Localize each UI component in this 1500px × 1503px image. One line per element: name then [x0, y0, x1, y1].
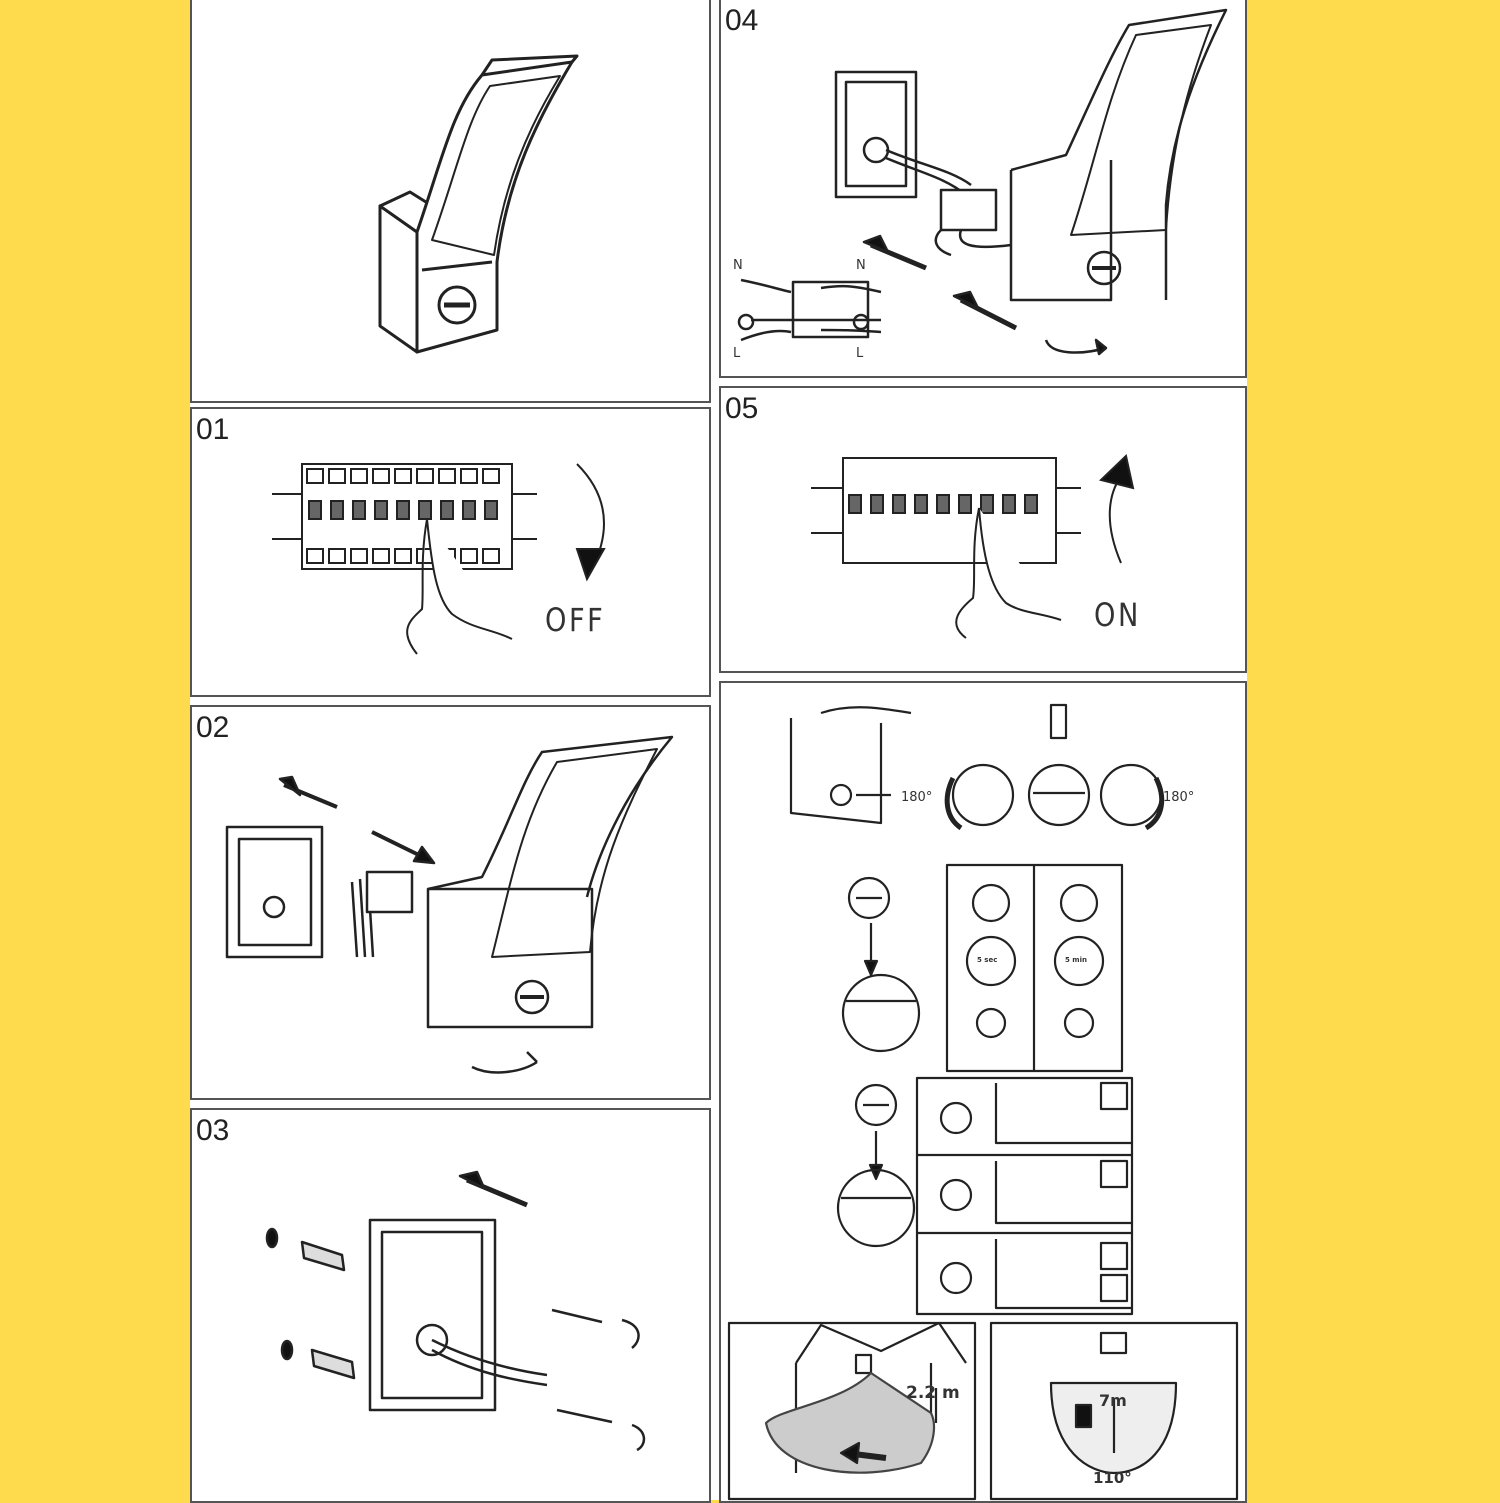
wiring-illustration	[737, 8, 1228, 356]
panel-step-01: 01	[190, 407, 711, 697]
rotate-left-label: 180°	[901, 790, 933, 805]
step-number: 03	[196, 1114, 230, 1147]
off-label: OFF	[545, 601, 606, 639]
mount-plate-illustration	[225, 735, 674, 1074]
panel-step-05: 05 ON	[719, 386, 1247, 673]
wire-l-left: L	[733, 346, 741, 361]
rotate-right-label: 180°	[1163, 790, 1195, 805]
timer-short-label: 5 sec	[977, 956, 998, 964]
breaker-on-illustration	[811, 454, 1135, 639]
wire-l-right: L	[856, 346, 864, 361]
sensor-settings-illustration	[727, 703, 1239, 1501]
panel-product	[190, 0, 711, 403]
wall-lamp-illustration	[378, 54, 579, 354]
step-number: 02	[196, 711, 230, 744]
panel-step-02: 02	[190, 705, 711, 1100]
wire-n-right: N	[856, 258, 866, 273]
panel-sensor-settings: 180° 180° 5 sec 5 min 2.2 m 7m 110°	[719, 681, 1247, 1503]
breaker-off-illustration	[272, 463, 606, 655]
step-number: 01	[196, 413, 230, 446]
panel-step-03: 03	[190, 1108, 711, 1503]
height-label: 2.2 m	[906, 1383, 960, 1403]
angle-label: 110°	[1093, 1469, 1132, 1487]
on-label: ON	[1094, 596, 1141, 634]
wall-fixing-illustration	[265, 1170, 646, 1452]
step-number: 05	[725, 392, 759, 425]
wire-n-left: N	[733, 258, 743, 273]
instruction-sheet: 01	[190, 0, 1247, 1503]
distance-label: 7m	[1099, 1391, 1127, 1410]
timer-long-label: 5 min	[1065, 956, 1087, 964]
step-number: 04	[725, 4, 759, 37]
panel-step-04: 04 N N	[719, 0, 1247, 378]
